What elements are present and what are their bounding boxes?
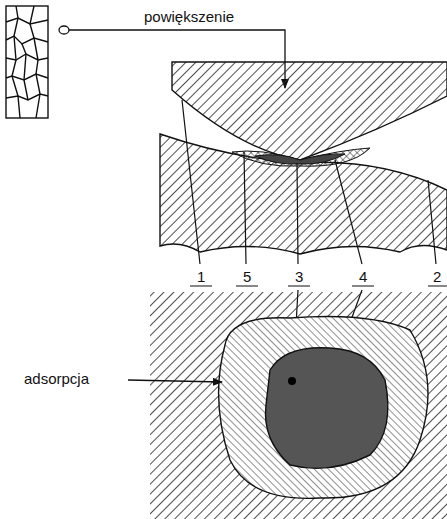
contact-zone [255,154,345,164]
magnified-spot [59,26,69,34]
magnification-label: powiększenie [144,8,234,25]
callout-number: 1 [197,268,205,285]
magnified-section [150,292,447,519]
oxide-layer [232,148,370,166]
adsorption-arrow [128,380,222,382]
callout-number: 4 [359,268,367,285]
contact-point [288,377,296,385]
upper-body [172,62,447,160]
callout-number: 3 [295,268,303,285]
contact-area [266,348,388,469]
adsorption-zone [219,317,428,499]
callout-number: 5 [243,268,251,285]
adsorption-label: adsorpcja [24,370,89,387]
lower-body [160,134,447,254]
callout-number: 2 [433,268,441,285]
grain-structure [6,6,48,118]
